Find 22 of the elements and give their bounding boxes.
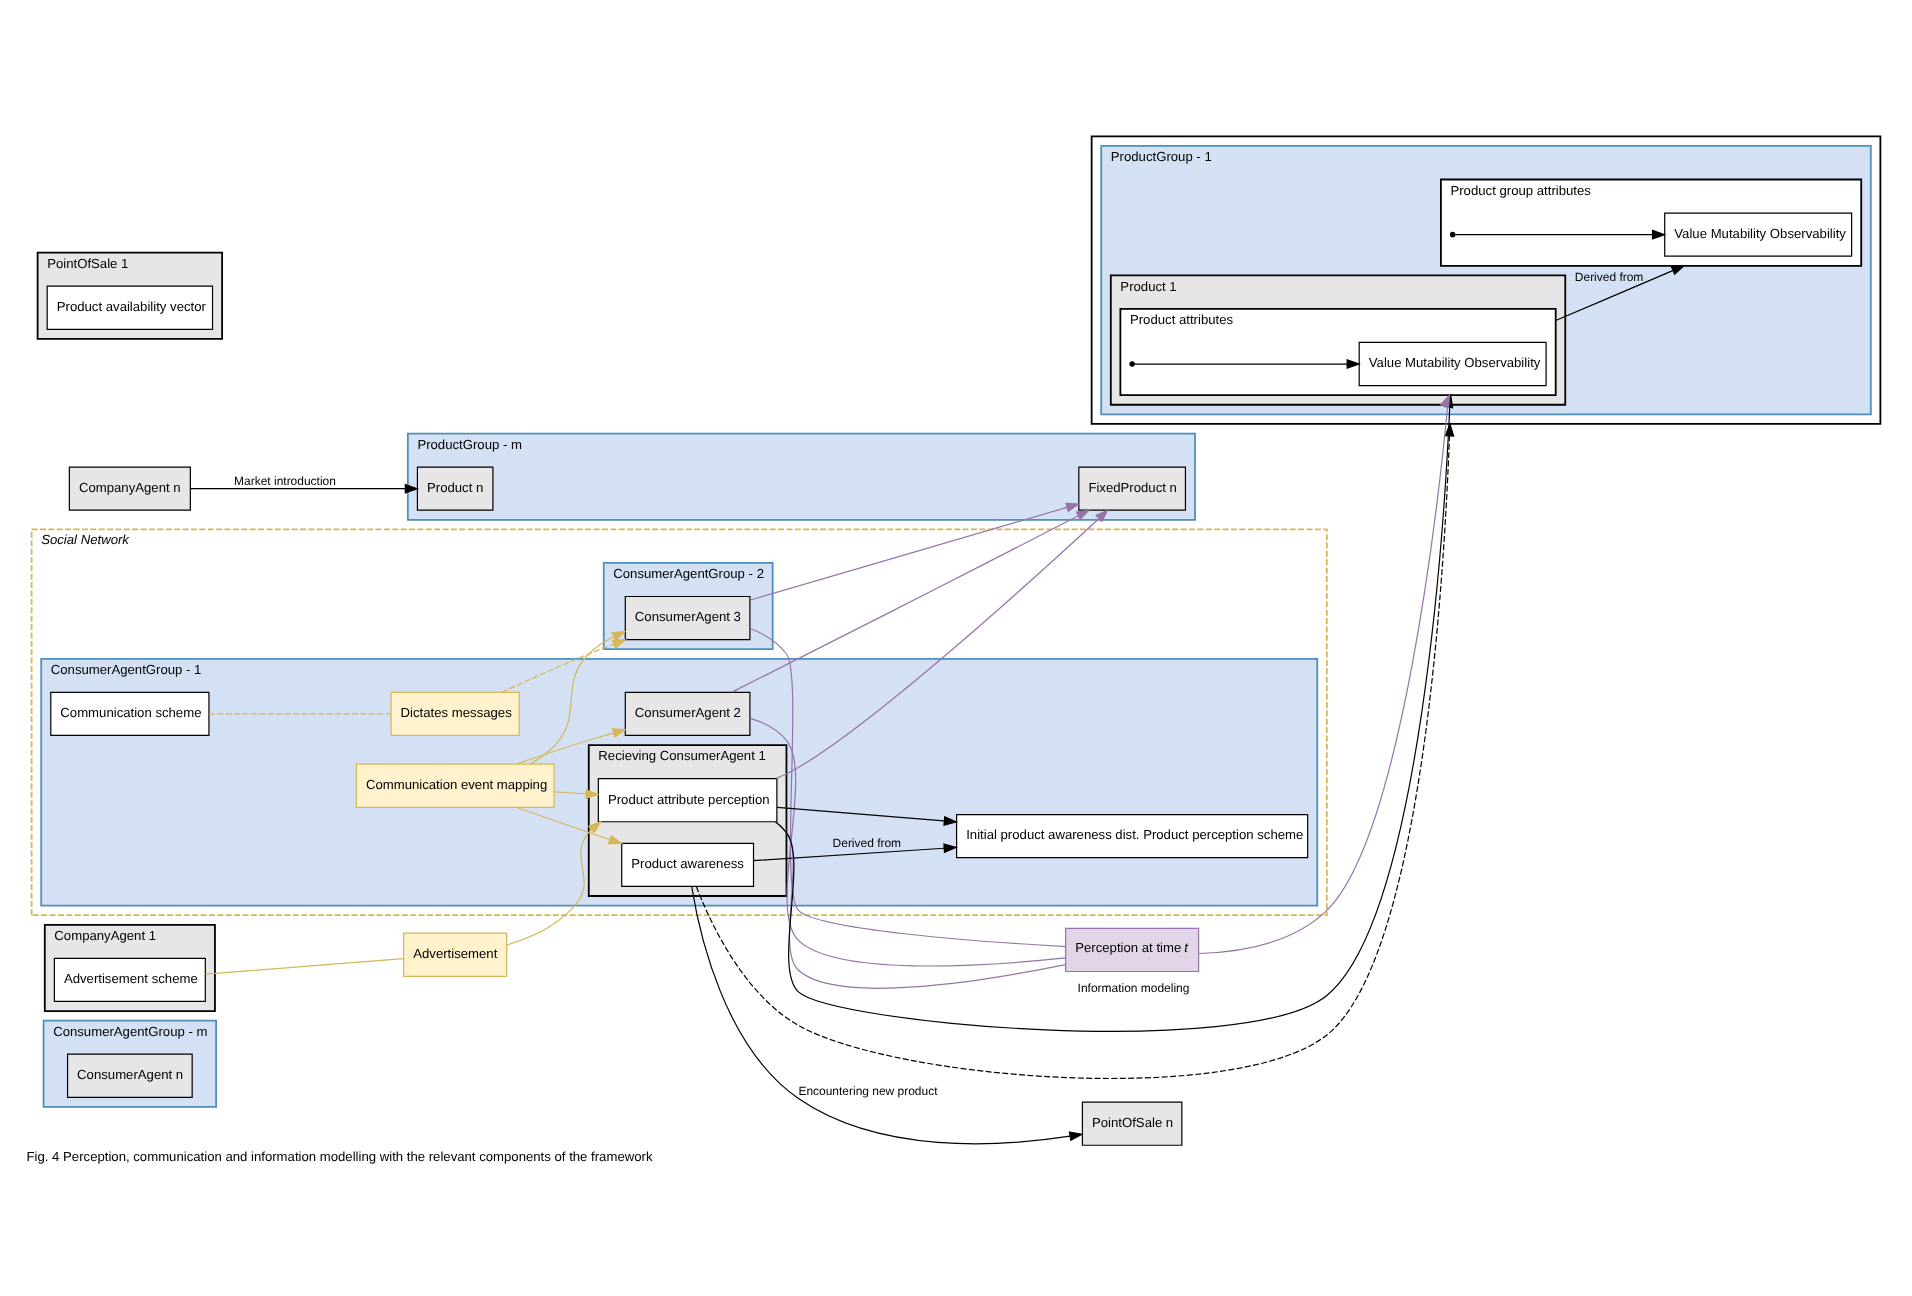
- connector: [204, 958, 405, 975]
- arrow: [775, 509, 1110, 779]
- arrow: [691, 885, 1084, 1145]
- arrow: [749, 502, 1081, 601]
- connector: [774, 821, 1067, 989]
- arrow: [731, 509, 1091, 693]
- arrow: [516, 806, 623, 845]
- arrow: [776, 806, 959, 826]
- arrow: [1133, 359, 1361, 370]
- arrow: [190, 483, 420, 494]
- arrow: [529, 630, 627, 765]
- arrow: [1555, 265, 1686, 322]
- arrow: [1454, 229, 1667, 240]
- arrow: [553, 788, 600, 799]
- arrow: [506, 820, 602, 946]
- arrow: [515, 728, 628, 765]
- arrow: [1198, 393, 1451, 955]
- connector: [749, 717, 1067, 967]
- arrow: [501, 639, 627, 693]
- arrow: [752, 843, 958, 862]
- connector: [208, 713, 392, 715]
- connector: [749, 627, 1067, 948]
